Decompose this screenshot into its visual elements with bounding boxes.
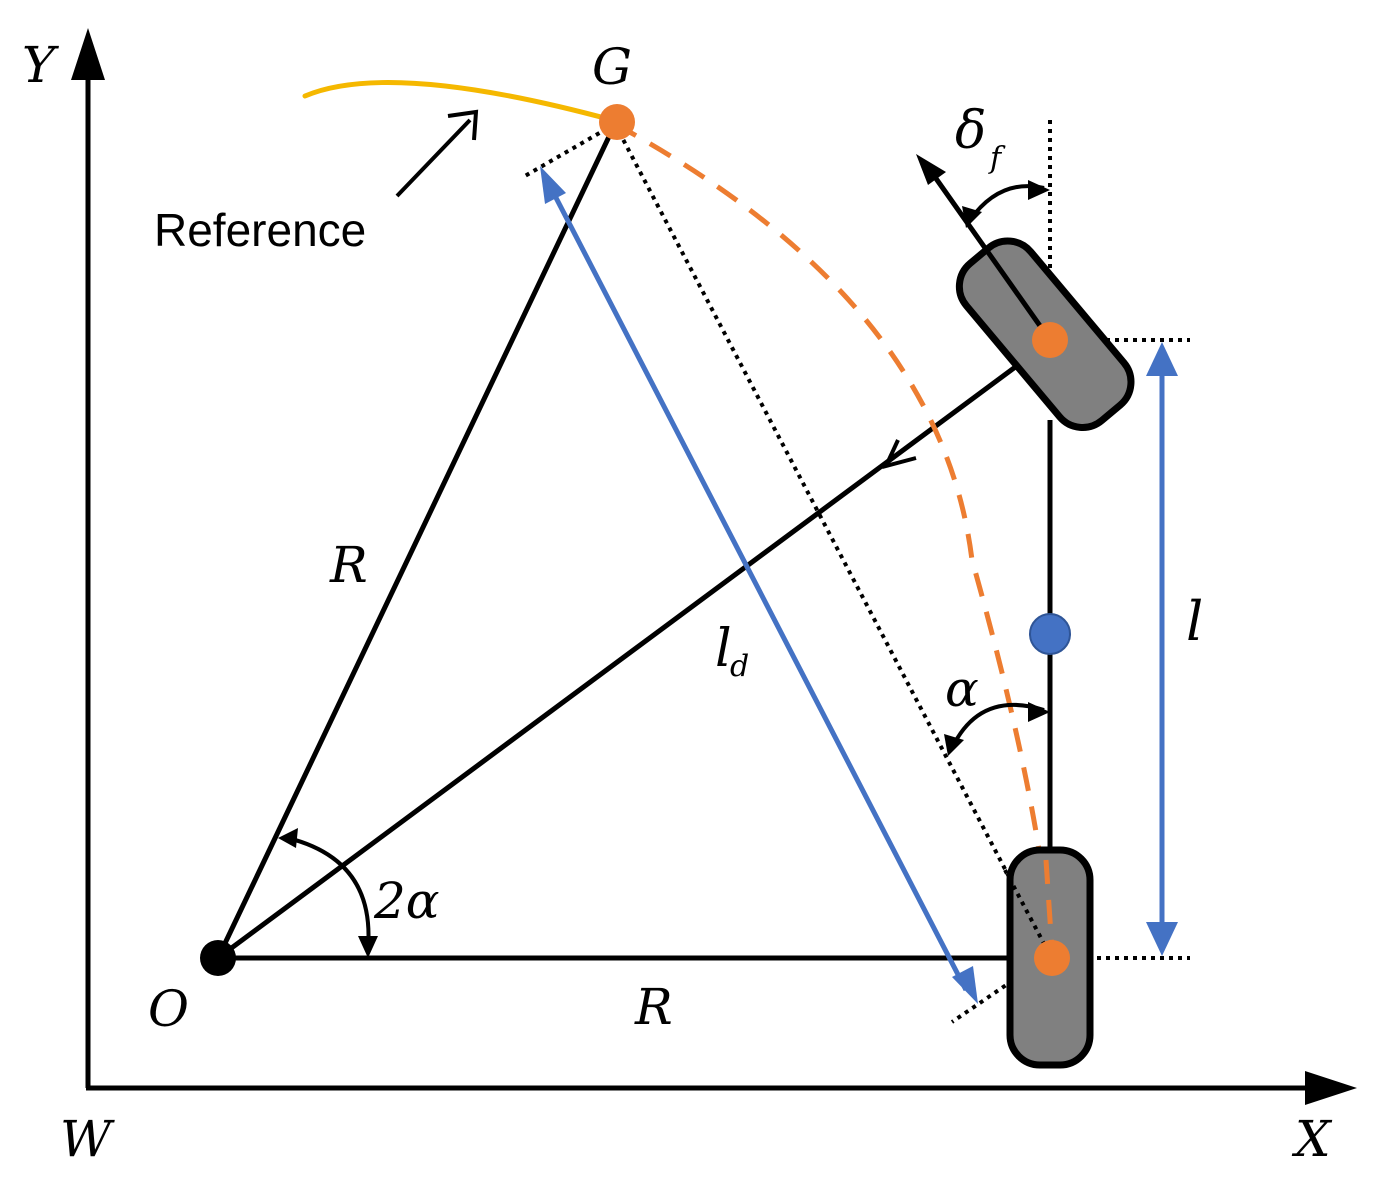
world-axes bbox=[71, 28, 1357, 1105]
goal-point bbox=[599, 104, 635, 140]
lookahead-subscript: d bbox=[730, 649, 749, 684]
alpha-label: α bbox=[945, 660, 979, 718]
radius-label-lower: R bbox=[634, 978, 673, 1036]
goal-label: G bbox=[592, 38, 632, 96]
steer-angle-arc bbox=[962, 180, 1050, 228]
front-wheel-center bbox=[1032, 322, 1068, 358]
rear-wheel-center bbox=[1034, 940, 1070, 976]
two-alpha-label: 2α bbox=[373, 872, 440, 930]
reference-path bbox=[302, 80, 615, 123]
lookahead-distance-arrow bbox=[540, 166, 978, 1004]
line-direction-arrowhead bbox=[882, 439, 917, 470]
world-frame-label: W bbox=[60, 1110, 115, 1168]
radius-label-upper: R bbox=[329, 536, 368, 594]
front-wheel-heading-line bbox=[927, 168, 1053, 342]
origin-label: O bbox=[148, 980, 189, 1038]
rear-dotted-overlay bbox=[1003, 869, 1052, 956]
wheelbase-arrow bbox=[1146, 342, 1178, 956]
reference-label: Reference bbox=[154, 204, 366, 256]
origin-point bbox=[200, 940, 236, 976]
radius-line-to-goal bbox=[215, 122, 618, 960]
front-wheel-heading-arrowhead bbox=[916, 154, 946, 185]
x-axis-arrowhead bbox=[1305, 1071, 1357, 1105]
y-axis-arrowhead bbox=[71, 28, 105, 80]
cg-point bbox=[1029, 613, 1071, 655]
wheelbase-label: l bbox=[1186, 590, 1203, 653]
alpha-angle-arc bbox=[944, 702, 1050, 756]
steer-angle-label: δ bbox=[955, 101, 986, 161]
x-axis-label: X bbox=[1291, 1110, 1333, 1168]
radius-line-to-front-axle bbox=[216, 362, 1020, 961]
lookahead-label: l bbox=[715, 619, 732, 679]
two-alpha-angle-arc bbox=[278, 828, 378, 958]
arc-path bbox=[613, 121, 1055, 956]
reference-pointer-arrow bbox=[395, 109, 479, 198]
rear-arc-overlay bbox=[1043, 859, 1055, 951]
steer-angle-subscript: f bbox=[988, 141, 1006, 176]
y-axis-label: Y bbox=[22, 36, 59, 94]
